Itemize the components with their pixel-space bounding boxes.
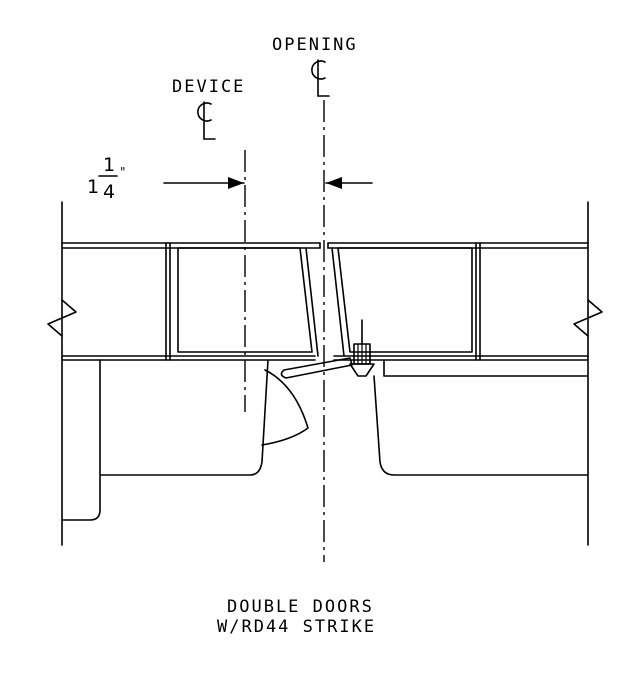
svg-text:1: 1	[103, 154, 115, 176]
left-break-symbol	[47, 299, 77, 337]
opening-label: OPENING	[272, 35, 358, 55]
caption-line-2: W/RD44 STRIKE	[217, 617, 376, 637]
right-exit-device	[373, 359, 589, 476]
svg-text:": "	[120, 165, 126, 179]
device-label: DEVICE	[172, 77, 245, 97]
svg-text:1: 1	[87, 176, 99, 198]
right-break-symbol	[573, 299, 603, 337]
opening-centerline-symbol	[311, 59, 330, 97]
left-door-section	[61, 242, 321, 361]
rd44-strike	[280, 319, 375, 379]
left-exit-device	[61, 359, 309, 521]
right-door-section	[327, 242, 589, 361]
dimension-label: 1 1 4 "	[87, 154, 126, 203]
caption-line-1: DOUBLE DOORS	[227, 597, 374, 617]
svg-text:4: 4	[103, 181, 115, 203]
device-centerline-symbol	[197, 101, 216, 140]
dimension-arrows	[163, 177, 373, 189]
